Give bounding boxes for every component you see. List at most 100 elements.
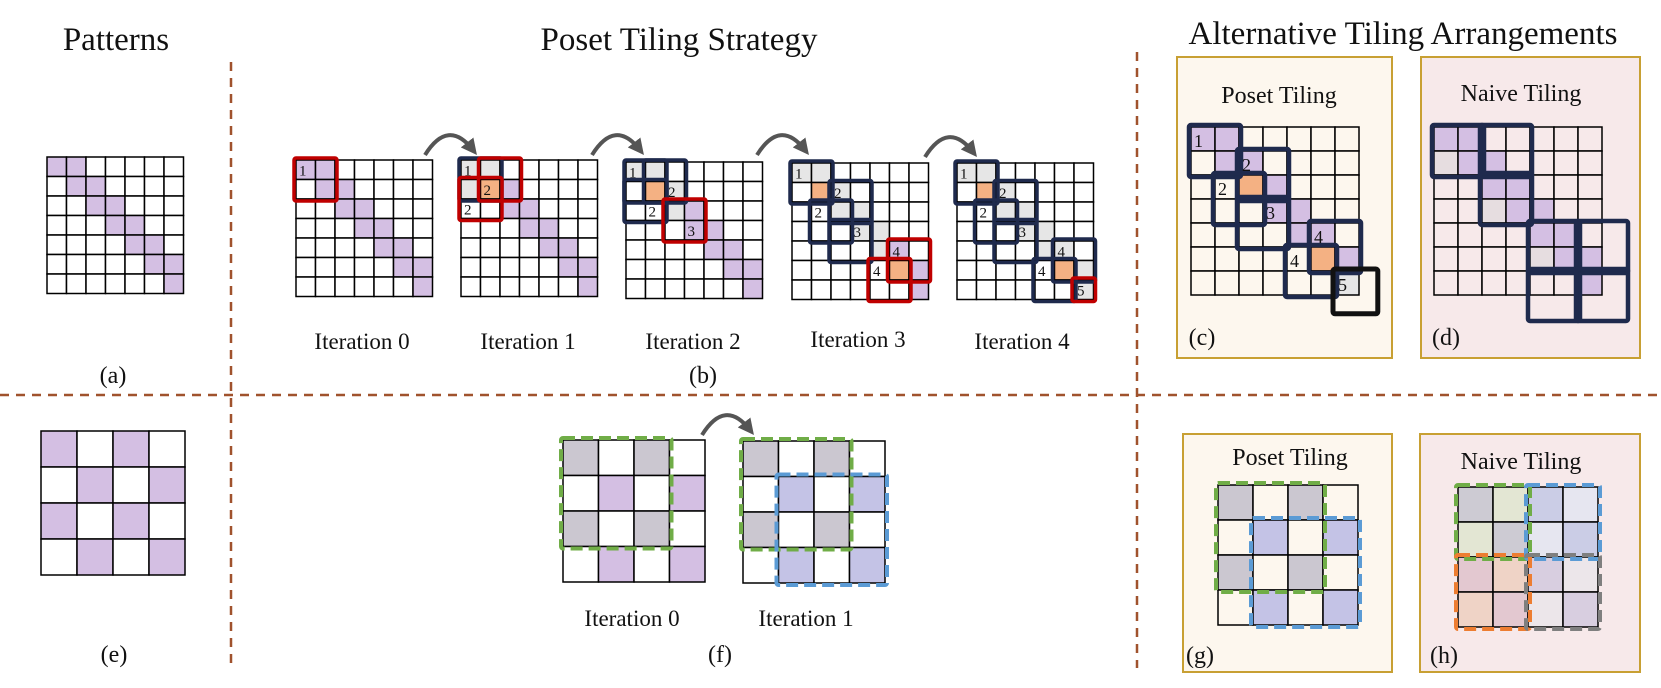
tile-outline [1234,194,1292,252]
tile-outline [1031,256,1078,304]
grid-cell [683,278,705,300]
grid-cell [1252,554,1289,591]
grid-cell [1562,556,1599,593]
grid-cell [295,217,317,239]
grid-cell [1014,240,1036,262]
tile-outline [1477,170,1535,228]
grid-cell [1252,484,1289,521]
grid-cell [46,214,68,236]
grid-cell [1053,181,1075,203]
tile-number: 2 [484,183,492,199]
grid-cell [1457,591,1494,628]
grid-cell [1014,181,1036,203]
tile-outline [788,159,835,206]
tile-number: 2 [668,185,676,201]
grid-cell [1457,486,1494,523]
tile-outline [1330,266,1381,317]
naive-checker-grid [1454,483,1602,631]
grid-cell [163,195,185,217]
grid-cell [644,258,666,280]
grid-cell [633,510,671,548]
grid-cell [742,546,780,584]
grid-cell [597,439,635,477]
grid-cell [373,217,395,239]
grid-cell [577,198,599,220]
grid-cell [1238,270,1264,296]
grid-cell [742,239,764,261]
grid-cell [1190,246,1216,272]
grid-cell [668,545,706,583]
checker-iteration-0-grid [559,436,706,583]
grid-cell [163,234,185,256]
grid-cell [597,510,635,548]
tile-number: 2 [980,206,988,222]
tile-number: 2 [464,203,472,219]
caption-iteration-4: Iteration 4 [974,329,1070,354]
grid-cell [392,256,414,278]
grid-cell [334,217,356,239]
grid-cell [85,214,107,236]
active-tile-outline [661,197,708,244]
tile-number: 2 [1242,155,1251,175]
caption-iteration-0: Iteration 0 [314,329,409,354]
grid-cell [742,258,764,280]
grid-cell [412,217,434,239]
grid-cell [412,237,434,259]
grid-cell [810,279,832,301]
grid-cell [791,181,813,203]
grid-cell [664,258,686,280]
grid-cell [143,273,165,295]
grid-cell [664,219,686,241]
panel-label-b: (b) [689,363,717,389]
grid-cell [1252,589,1289,626]
grid-cell [392,198,414,220]
grid-cell [353,256,375,278]
grid-cell [85,175,107,197]
grid-cell [143,214,165,236]
grid-cell [334,256,356,278]
tile-outline [1525,266,1583,324]
tile-number: 4 [873,264,881,280]
grid-cell [1310,150,1336,176]
grid-cell [518,256,540,278]
grid-cell [1322,484,1359,521]
tile-outline [774,472,889,587]
grid-cell [1214,270,1240,296]
grid-cell [124,214,146,236]
grid-cell [163,214,185,236]
grid-cell [538,256,560,278]
grid-cell [722,161,744,183]
grid-cell [1217,484,1254,521]
grid-cell [1073,279,1095,301]
grid-cell [1433,126,1459,152]
grid-cell [143,253,165,275]
grid-cell [1252,519,1289,556]
grid-cell [124,195,146,217]
grid-cell [46,175,68,197]
tile-number: 2 [649,205,657,221]
grid-cell [956,259,978,281]
grid-cell [314,276,336,298]
grid-cell [518,237,540,259]
grid-cell [908,181,930,203]
grid-cell [888,181,910,203]
grid-cell [1505,126,1531,152]
grid-cell [722,239,744,261]
grid-cell [577,237,599,259]
tile-number: 3 [1266,203,1275,223]
grid-cell [742,161,764,183]
grid-cell [104,156,126,178]
grid-cell [76,502,114,540]
grid-cell [104,175,126,197]
grid-cell [1457,556,1494,593]
tile-outline [992,217,1039,265]
grid-cell [538,217,560,239]
heading-poset-strategy: Poset Tiling Strategy [541,22,818,58]
poset-checker-grid [1214,481,1362,629]
tile-number: 3 [854,225,862,241]
grid-cell [353,178,375,200]
tile-outline [1573,266,1631,324]
tile-number: 3 [1019,225,1027,241]
grid-cell [1310,246,1336,272]
grid-cell [722,258,744,280]
